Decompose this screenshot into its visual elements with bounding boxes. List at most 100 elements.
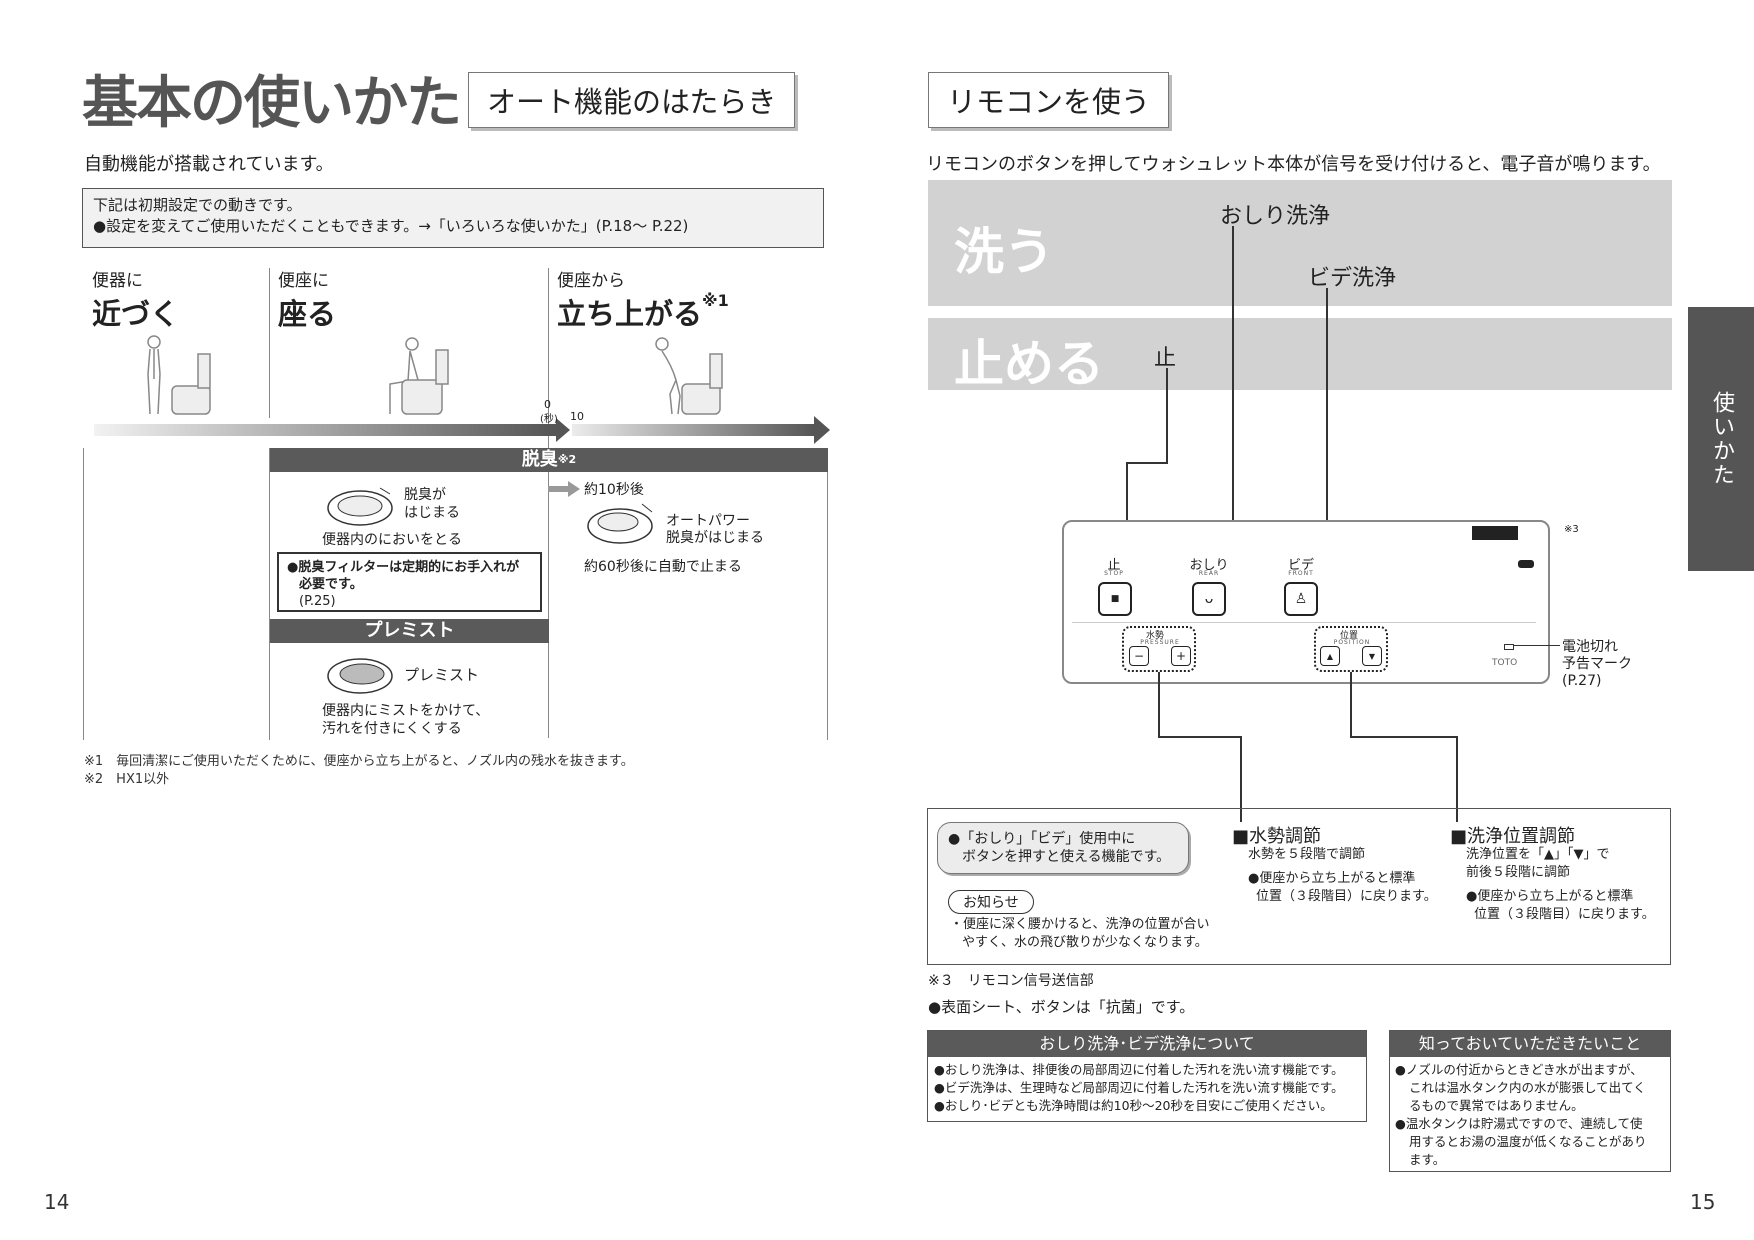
know-info-line: 用するとお湯の温度が低くなることがあり (1409, 1134, 1647, 1149)
after-10s-label: 約10秒後 (584, 482, 644, 498)
know-info-line: るもので異常ではありません。 (1409, 1098, 1584, 1113)
pressure-leader-line (1158, 672, 1160, 738)
remote-stop-button[interactable]: ■ (1098, 582, 1132, 616)
position-desc-line: 前後５段階に調節 (1466, 865, 1571, 880)
remote-divider (1072, 622, 1536, 623)
position-label: 位置 (1340, 631, 1359, 641)
position-sublabel: POSITION (1333, 639, 1371, 646)
stop-band (928, 318, 1672, 390)
stage-divider (548, 268, 549, 738)
auto-stop-label: 約60秒後に自動で止まる (584, 559, 742, 575)
intro-text: リモコンのボタンを押してウォシュレット本体が信号を受け付けると、電子音が鳴ります… (926, 154, 1661, 175)
footnote-mark: ※1 (702, 291, 729, 310)
premist-label: プレミスト (404, 666, 480, 684)
wash-info-header: おしり洗浄･ビデ洗浄について (928, 1031, 1366, 1057)
know-info-line: ●温水タンクは貯湯式ですので、連続して使 (1395, 1116, 1643, 1131)
position-leader-line (1350, 672, 1352, 738)
stage-sit: 便座に 座る (278, 266, 336, 333)
premist-caption-line: 便器内にミストをかけて、 (322, 703, 490, 719)
notice-line: ・便座に深く腰かけると、洗浄の位置が合い (950, 917, 1210, 932)
page-number-left: 14 (44, 1190, 70, 1214)
position-desc-line: 洗浄位置を「▲」「▼」で (1466, 847, 1610, 862)
auto-power-seat-icon (587, 503, 653, 544)
stop-square-icon: ■ (1110, 594, 1120, 604)
position-desc-line: ●便座から立ち上がると標準 (1466, 889, 1634, 904)
stop-label: 止 (1154, 346, 1177, 371)
battery-mark-icon (1504, 644, 1514, 650)
rear-leader-line (1232, 226, 1234, 590)
intro-text: 自動機能が搭載されています。 (84, 154, 334, 175)
note-line-1: 下記は初期設定での動きです。 (93, 196, 302, 214)
pressure-desc-line: 位置（３段階目）に戻ります。 (1256, 889, 1437, 904)
flow-divider (269, 448, 270, 740)
wash-info-line: ●ビデ洗浄は、生理時など局部周辺に付着した汚れを洗い流す機能です。 (934, 1080, 1344, 1095)
person-sitting-illustration (389, 337, 449, 415)
filter-note-line: (P.25) (299, 594, 336, 609)
flow-right-border (827, 448, 828, 740)
front-wash-icon: ♙ (1294, 591, 1308, 607)
remote-front-wash-button[interactable]: ♙ (1284, 582, 1318, 616)
footnote-1: ※1 毎回清潔にご使用いただくために、便座から立ち上がると、ノズル内の残水を抜き… (84, 754, 634, 769)
stop-band-label: 止める (954, 335, 1104, 393)
time-unit-label: (秒) (540, 414, 558, 425)
rear-wash-label: おしり洗浄 (1220, 204, 1331, 229)
know-info-line: ます。 (1409, 1152, 1446, 1167)
usage-note-line: ●「おしり」「ビデ」使用中に (948, 831, 1136, 847)
filter-note-line: 必要です。 (299, 577, 363, 592)
deodorize-start-label: 脱臭が はじまる (404, 487, 460, 521)
battery-label-line: 電池切れ (1562, 639, 1618, 655)
premist-seat-icon (327, 658, 393, 694)
deodorize-title: 脱臭 (521, 449, 558, 470)
section-title-remote: リモコンを使う (928, 72, 1170, 128)
auto-power-label-line: オートパワー (666, 513, 750, 529)
filter-note-line: ●脱臭フィルターは定期的にお手入れが (287, 560, 520, 575)
position-heading: ■洗浄位置調節 (1450, 826, 1576, 847)
stage-small-label: 便座に (278, 271, 329, 291)
antibacterial-note: ●表面シート、ボタンは「抗菌」です。 (928, 998, 1195, 1016)
wash-info-line: ●おしり･ビデとも洗浄時間は約10秒～20秒を目安にご使用ください。 (934, 1098, 1333, 1113)
position-desc-line: 位置（３段階目）に戻ります。 (1474, 907, 1655, 922)
pressure-heading: ■水勢調節 (1232, 826, 1322, 847)
flow-left-border (83, 448, 84, 740)
stage-big-label: 近づく (92, 297, 180, 331)
remote-front-label: ビデ (1287, 558, 1314, 573)
premist-header: プレミスト (270, 619, 549, 643)
front-wash-label: ビデ洗浄 (1308, 266, 1397, 291)
rear-wash-icon: ᴗ (1204, 591, 1214, 607)
front-leader-line (1326, 288, 1328, 588)
know-info-header: 知っておいていただきたいこと (1390, 1031, 1670, 1057)
battery-leader-line (1514, 645, 1560, 646)
page-number-right: 15 (1690, 1190, 1716, 1214)
stop-leader-line (1166, 368, 1168, 464)
function-info-box (927, 808, 1671, 965)
position-down-button[interactable]: ▼ (1362, 646, 1382, 666)
pressure-plus-button[interactable]: + (1171, 646, 1191, 666)
brand-logo: TOTO (1492, 658, 1518, 668)
premist-caption-line: 汚れを付きにくくする (322, 721, 462, 737)
time-ten-label: 10 (570, 410, 584, 423)
stop-leader-line (1126, 462, 1168, 464)
filter-maintenance-note: ●脱臭フィルターは定期的にお手入れが 必要です。 (P.25) (277, 552, 542, 612)
wash-band-label: 洗う (954, 223, 1054, 281)
pressure-minus-button[interactable]: − (1129, 646, 1149, 666)
after-10s-arrow-icon (548, 481, 580, 497)
pressure-leader-line (1240, 736, 1242, 822)
signal-indicator (1518, 560, 1534, 568)
stage-small-label: 便座から (557, 271, 625, 291)
timeline-arrow (94, 416, 830, 444)
remote-rear-wash-button[interactable]: ᴗ (1192, 582, 1226, 616)
initial-setting-note: 下記は初期設定での動きです。 ●設定を変えてご使用いただくこともできます。→「い… (82, 188, 824, 248)
wash-info-box: おしり洗浄･ビデ洗浄について ●おしり洗浄は、排便後の局部周辺に付着した汚れを洗… (927, 1030, 1367, 1122)
pressure-control-group (1122, 626, 1196, 672)
footnote-3: ※３ リモコン信号送信部 (928, 973, 1094, 989)
pressure-label: 水勢 (1146, 631, 1165, 641)
stage-approach: 便器に 近づく (92, 266, 179, 333)
person-approaching-toilet-illustration (147, 335, 211, 415)
usage-note-pill (937, 822, 1189, 874)
remote-rear-label: おしり (1189, 558, 1229, 573)
remote-front-sublabel: FRONT (1288, 570, 1314, 577)
footnote-mark: ※3 (1564, 524, 1579, 535)
position-up-button[interactable]: ▲ (1320, 646, 1340, 666)
deodorize-caption: 便器内のにおいをとる (322, 532, 462, 548)
stage-divider (269, 268, 270, 418)
